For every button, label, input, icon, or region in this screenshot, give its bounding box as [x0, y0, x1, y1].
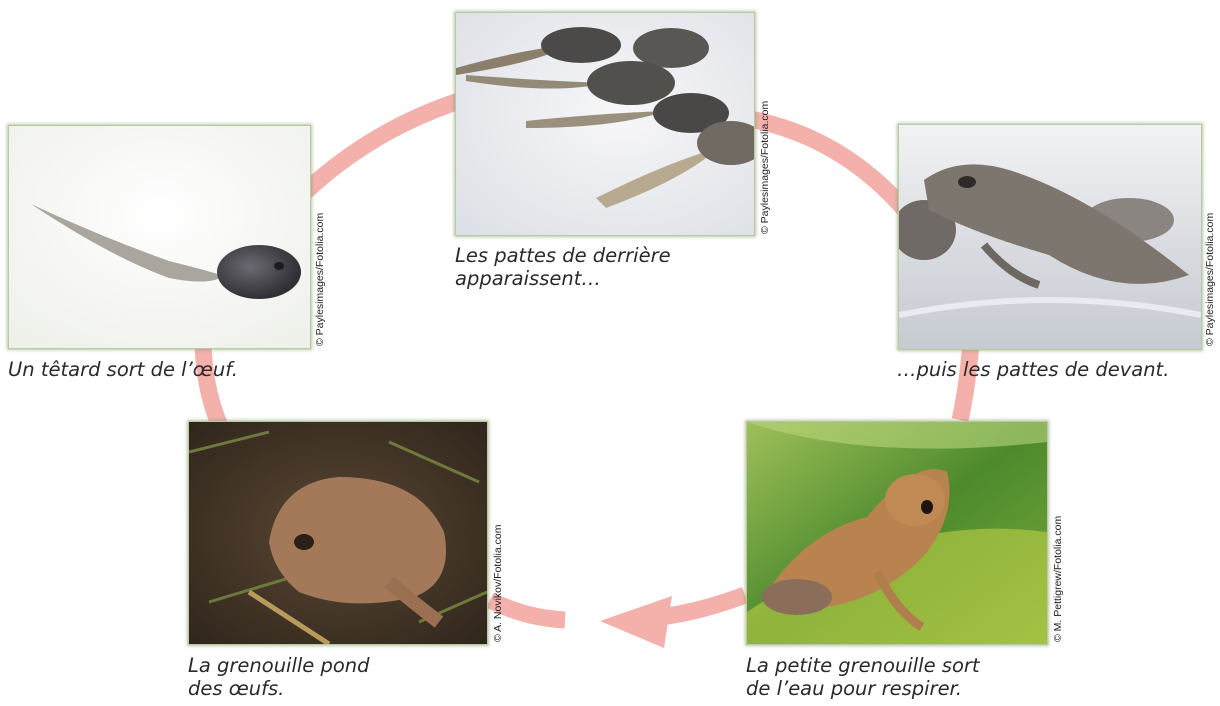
photo-credit: © Paylesimages/Fotolia.com: [314, 213, 326, 346]
tadpoles-hind-legs-photo: [455, 12, 755, 236]
ring-arc-bottom-right: [660, 595, 745, 617]
stage-caption: La petite grenouille sort de l’eau pour …: [746, 654, 980, 700]
small-frog-on-leaf-photo: [746, 421, 1048, 645]
tadpole-photo: [8, 125, 311, 349]
stage-caption: Un têtard sort de l’œuf.: [8, 358, 238, 381]
tadpole-front-legs-photo: [898, 124, 1202, 350]
stage-caption: …puis les pattes de devant.: [897, 358, 1169, 381]
photo-credit: © M. Pettigrew/Fotolia.com: [1052, 516, 1064, 642]
cycle-arrow-head: [600, 596, 672, 648]
photo-credit: © Paylesimages/Fotolia.com: [759, 101, 771, 234]
ring-arc-top-left: [302, 100, 462, 195]
adult-frog-photo: [188, 421, 488, 645]
photo-credit: © A. Novikov/Fotolia.com: [492, 525, 504, 642]
stage-caption: La grenouille pond des œufs.: [188, 654, 370, 700]
stage-caption: Les pattes de derrière apparaissent…: [455, 244, 671, 290]
photo-credit: © Paylesimages/Fotolia.com: [1204, 213, 1216, 346]
